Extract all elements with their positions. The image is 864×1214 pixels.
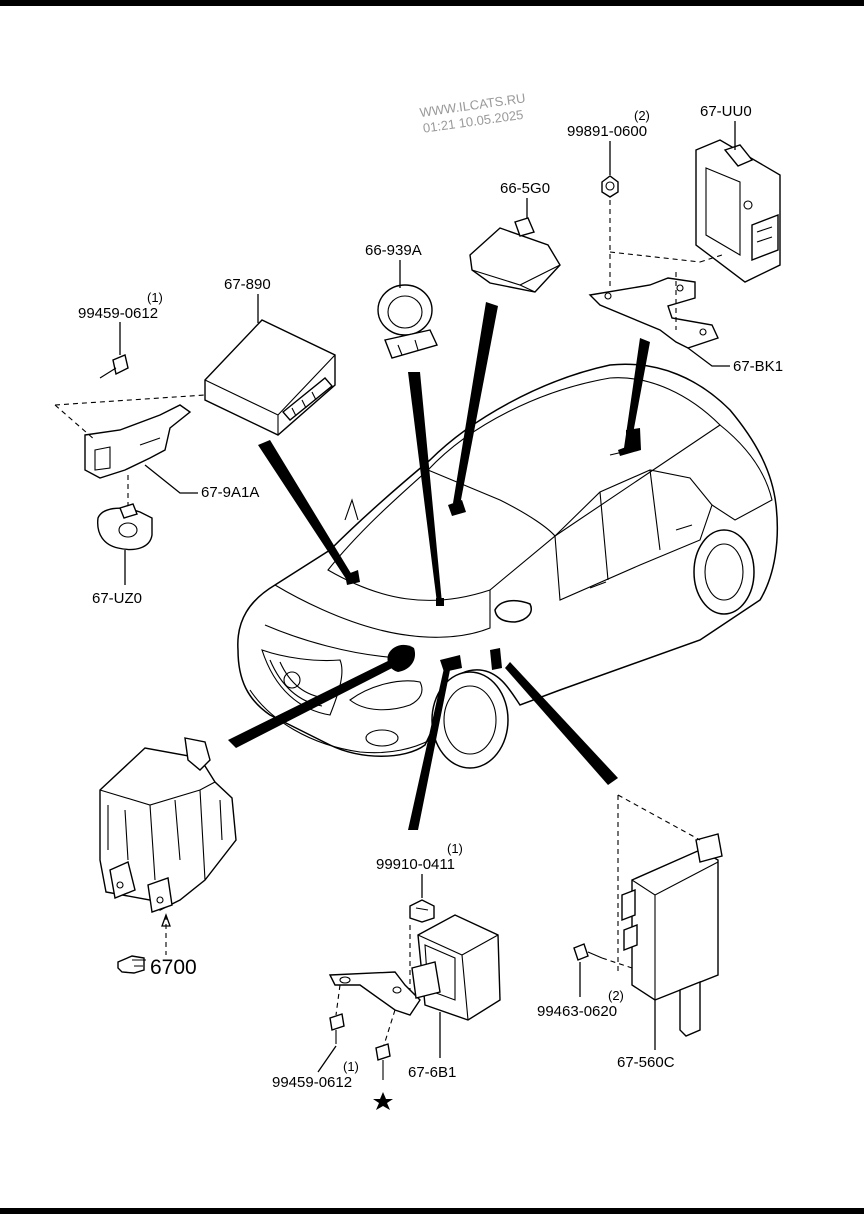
leader-67-560c — [505, 662, 618, 785]
qty-99891-0600: (2) — [634, 108, 650, 123]
car-headlight — [349, 680, 423, 711]
part-67-560c[interactable] — [621, 833, 723, 1037]
qty-99459-0612-top: (1) — [147, 290, 163, 305]
bolt-99459-0612-top[interactable] — [99, 354, 129, 379]
top-border — [0, 0, 864, 6]
label-67-560c: 67-560C — [617, 1054, 675, 1071]
qty-99910-0411: (1) — [447, 841, 463, 856]
watermark: WWW.ILCATS.RU 01:21 10.05.2025 — [419, 90, 527, 135]
part-66-939a[interactable] — [377, 284, 438, 359]
leader-66-939a — [408, 372, 442, 603]
leader-67-bk1 — [624, 338, 650, 450]
nut-99910-0411[interactable] — [409, 899, 435, 923]
label-99910-0411: 99910-0411 — [376, 856, 455, 873]
car-rear-wheel — [693, 529, 755, 615]
star-icon — [373, 1092, 393, 1110]
car-marker-67-bk1 — [618, 428, 641, 456]
car-marker-6700 — [387, 644, 416, 672]
leader-66-5g0 — [453, 302, 498, 505]
part-6700-junction-box[interactable] — [99, 737, 237, 913]
car-door-handle-front — [589, 581, 607, 589]
label-67-uz0: 67-UZ0 — [92, 590, 142, 607]
car-marker-66-939a — [436, 598, 444, 606]
bolt-99459-0612-bottom[interactable] — [329, 1013, 345, 1044]
label-99463-0620: 99463-0620 — [537, 1003, 617, 1020]
label-99459-0612-bottom: 99459-0612 — [272, 1074, 352, 1091]
leader-6700 — [228, 658, 398, 748]
qty-99459-0612-bottom: (1) — [343, 1059, 359, 1074]
vehicle-illustration — [237, 363, 779, 769]
car-windshield — [327, 469, 556, 601]
label-67-6b1: 67-6B1 — [408, 1064, 456, 1081]
label-67-uu0: 67-UU0 — [700, 103, 752, 120]
car-marker-67-560c — [490, 648, 502, 670]
leader-wedges — [228, 302, 650, 830]
label-6700: 6700 — [150, 956, 197, 979]
label-66-5g0: 66-5G0 — [500, 180, 550, 197]
part-67-890[interactable] — [204, 319, 336, 436]
leader-67-890 — [258, 440, 355, 582]
car-rear-rim — [704, 543, 744, 601]
car-mirror — [494, 599, 532, 623]
car-b-pillar — [599, 491, 609, 581]
car-bumper — [249, 689, 431, 754]
car-marker-67-890 — [345, 570, 360, 585]
nut-99891-0600[interactable] — [601, 175, 619, 198]
part-67-bk1[interactable] — [588, 277, 719, 349]
part-67-9a1a[interactable] — [84, 404, 192, 479]
label-67-9a1a: 67-9A1A — [201, 484, 259, 501]
label-67-bk1: 67-BK1 — [733, 358, 783, 375]
qty-99463-0620: (2) — [608, 988, 624, 1003]
car-rear-hatch — [711, 424, 773, 521]
car-marker-66-5g0 — [448, 500, 466, 516]
car-body — [237, 363, 779, 757]
bolt-starred[interactable] — [375, 1043, 391, 1080]
part-66-5g0[interactable] — [469, 217, 561, 293]
car-door-handle-rear — [675, 524, 693, 531]
car-emblem — [283, 671, 301, 689]
part-67-uz0[interactable] — [97, 503, 153, 551]
bottom-border — [0, 1208, 864, 1214]
label-99891-0600: 99891-0600 — [567, 123, 647, 140]
car-hood — [274, 584, 491, 638]
leader-67-6b1 — [408, 668, 450, 830]
car-antenna — [344, 498, 359, 521]
bolt-99463-0620[interactable] — [573, 943, 603, 961]
car-marker-67-6b1 — [440, 655, 462, 672]
car-hood-crease — [264, 624, 401, 659]
label-66-939a: 66-939A — [365, 242, 422, 259]
car-fog-lamp — [365, 729, 399, 747]
label-67-890: 67-890 — [224, 276, 271, 293]
part-67-uu0[interactable] — [695, 139, 781, 283]
part-67-6b1[interactable] — [328, 914, 501, 1021]
pointing-hand-icon — [117, 955, 146, 974]
car-c-pillar — [649, 469, 661, 551]
label-99459-0612-top: 99459-0612 — [78, 305, 158, 322]
car-front-rim — [443, 685, 497, 755]
